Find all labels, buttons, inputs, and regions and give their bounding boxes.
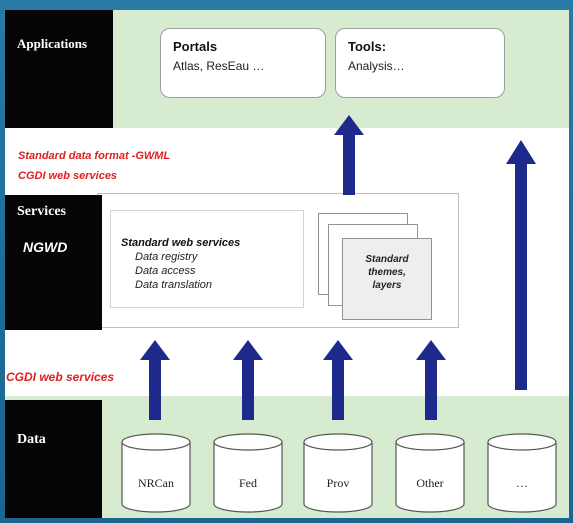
tools-subtitle: Analysis… <box>348 59 405 73</box>
web-services-title: Standard web services <box>121 237 241 249</box>
applications-label: Applications <box>17 36 88 51</box>
themes-line-3: layers <box>372 280 402 291</box>
cylinder-icon <box>213 433 283 513</box>
services-label: Services <box>17 204 66 219</box>
portals-subtitle: Atlas, ResEau … <box>173 59 265 73</box>
cylinder-icon <box>395 433 465 513</box>
cylinder-icon <box>121 433 191 513</box>
themes-label: Standard themes, layers <box>343 253 431 292</box>
standard-format-annotation: Standard data format -GWML <box>18 150 171 162</box>
data-source-more: … <box>486 432 558 514</box>
tools-box: Tools: Analysis… <box>335 28 505 98</box>
tools-title: Tools: <box>348 39 387 54</box>
themes-line-1: Standard <box>365 254 409 265</box>
web-service-item: Data access <box>135 265 196 277</box>
data-source-label: NRCan <box>138 476 174 490</box>
data-source-prov: Prov <box>302 432 374 514</box>
cgdi-upper-annotation: CGDI web services <box>18 170 118 182</box>
data-source-label: … <box>516 476 528 490</box>
cgdi-lower-annotation: CGDI web services <box>6 370 115 384</box>
data-source-label: Fed <box>239 476 257 490</box>
data-source-other: Other <box>394 432 466 514</box>
arrow-up-icon <box>323 340 353 420</box>
data-label: Data <box>17 432 46 447</box>
arrow-up-icon <box>233 340 263 420</box>
data-source-label: Prov <box>326 476 350 490</box>
arrow-up-icon <box>334 115 364 195</box>
arrow-up-icon <box>140 340 170 420</box>
cylinder-icon <box>303 433 373 513</box>
ngwd-label: NGWD <box>23 239 68 255</box>
web-service-item: Data registry <box>135 251 198 263</box>
data-source-nrcan: NRCan <box>120 432 192 514</box>
data-source-label: Other <box>416 476 444 490</box>
data-source-fed: Fed <box>212 432 284 514</box>
portals-title: Portals <box>173 39 218 54</box>
services-label-box: Services NGWD <box>5 195 102 330</box>
themes-line-2: themes, <box>368 267 406 278</box>
portals-box: Portals Atlas, ResEau … <box>160 28 326 98</box>
arrow-up-icon <box>416 340 446 420</box>
data-label-box: Data <box>5 400 102 518</box>
web-services-box: Standard web services Data registry Data… <box>110 210 304 308</box>
cylinder-icon <box>487 433 557 513</box>
arrow-up-icon <box>506 140 536 390</box>
web-service-item: Data translation <box>135 279 213 291</box>
themes-stack-front: Standard themes, layers <box>342 238 432 320</box>
applications-label-box: Applications <box>5 10 113 128</box>
